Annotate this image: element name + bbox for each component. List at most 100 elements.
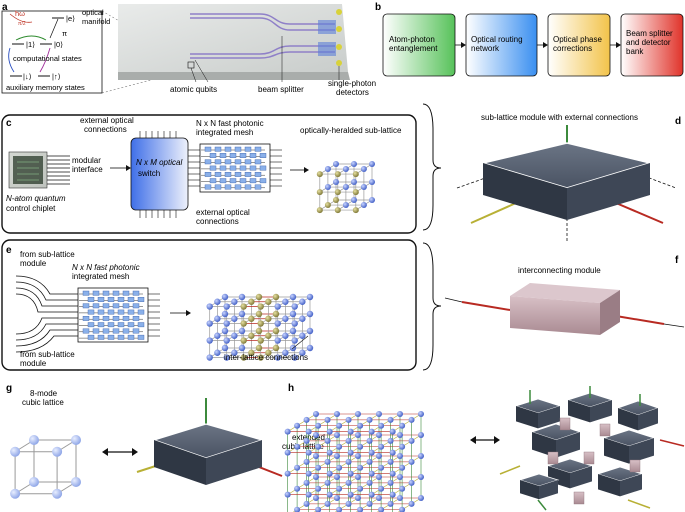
lattice-qubit — [418, 495, 424, 501]
box-beam-splitter-bank — [620, 13, 684, 77]
lattice-qubit — [334, 432, 340, 438]
h-module-right — [638, 408, 658, 431]
brace-c — [422, 103, 442, 231]
lattice-qubit — [357, 506, 364, 512]
h-interconnect — [547, 451, 559, 465]
lattice-qubit — [206, 354, 213, 361]
lattice-qubit — [352, 171, 359, 178]
lattice-qubit — [223, 303, 230, 310]
optical-manifold-label-1: optical — [82, 8, 104, 17]
panel-c: c external optical connections N x N fas… — [1, 114, 417, 234]
lattice-qubit — [299, 349, 306, 356]
panel-a: a ħω π/2 |e⟩ optical manifold π |1⟩ |0⟩ … — [1, 2, 376, 97]
lattice-qubit — [313, 453, 319, 459]
mesh-cell — [122, 290, 130, 296]
box4-line2: and detector — [626, 38, 671, 47]
h-arrowhead-right — [494, 436, 500, 444]
lattice-qubit — [299, 315, 306, 322]
mesh-cell — [102, 303, 110, 309]
modular-arrowhead — [126, 165, 131, 171]
mesh-cell — [254, 171, 262, 177]
lattice-qubit — [294, 485, 301, 492]
g-cubic-lattice — [10, 435, 81, 499]
panel-g-letter: g — [6, 383, 12, 394]
ext-bot-label-2: connections — [196, 217, 239, 226]
h-module-right — [570, 466, 592, 489]
lattice-qubit — [355, 453, 361, 459]
mesh-cell — [219, 178, 227, 184]
lattice-qubit — [326, 449, 333, 456]
lattice-qubit — [387, 437, 394, 444]
lattice-qubit — [289, 310, 297, 318]
lattice-qubit — [231, 298, 238, 305]
h-arrowhead-left — [470, 436, 476, 444]
waveguide-1 — [190, 13, 335, 25]
panel-b-letter: b — [375, 2, 381, 13]
mesh-cell — [82, 303, 90, 309]
lattice-qubit — [238, 310, 246, 318]
lattice-qubit — [71, 477, 81, 487]
panel-h-letter: h — [288, 383, 294, 394]
lattice-qubit — [368, 491, 375, 498]
lattice-qubit — [342, 202, 349, 209]
lattice-qubit — [315, 506, 322, 512]
lattice-qubit — [294, 464, 301, 471]
lattice-qubit — [299, 298, 306, 305]
lattice-qubit — [231, 349, 238, 356]
lattice-qubit — [389, 470, 396, 477]
mesh-cell — [204, 159, 212, 165]
lattice-qubit — [397, 411, 403, 417]
auxiliary-memory-label: auxiliary memory states — [6, 83, 85, 92]
lattice-qubit — [378, 443, 385, 450]
lattice-qubit — [360, 166, 367, 173]
lattice-qubit — [387, 416, 394, 423]
qubit-leader-1 — [190, 67, 197, 83]
h-connector — [499, 465, 521, 475]
lattice-qubit — [376, 432, 382, 438]
mesh-cell — [132, 290, 140, 296]
e-input-fibers — [15, 275, 78, 353]
h-interconnect — [629, 459, 641, 473]
energy-level-inset — [1, 10, 103, 94]
lattice-qubit — [274, 320, 281, 327]
mesh-cell — [102, 290, 110, 296]
d-red-connector — [615, 202, 664, 224]
lattice-qubit — [334, 189, 341, 196]
lattice-qubit — [355, 432, 361, 438]
lattice-qubit — [397, 495, 403, 501]
box1-line2: entanglement — [389, 44, 438, 53]
inter-lattice-leader — [291, 335, 309, 350]
mesh-cell — [259, 178, 267, 184]
mesh-cell — [127, 297, 135, 302]
lattice-qubit — [284, 428, 291, 435]
mesh-cell — [87, 322, 95, 328]
mesh-cell — [239, 153, 247, 158]
mesh-cell — [214, 184, 222, 190]
optical-manifold-label-2: manifold — [82, 17, 110, 26]
c-mesh-cells — [201, 146, 267, 190]
lattice-qubit — [315, 422, 322, 429]
lattice-qubit — [376, 453, 382, 459]
heralded-label: optically-heralded sub-lattice — [300, 126, 402, 135]
lattice-qubit — [352, 207, 359, 214]
mesh-cell — [82, 328, 90, 334]
lattice-qubit — [306, 344, 314, 352]
mesh-cell — [112, 303, 120, 309]
mesh-cell — [112, 316, 120, 321]
lattice-qubit — [306, 327, 314, 335]
lattice-qubit — [324, 458, 331, 465]
mesh-cell — [234, 159, 242, 165]
lattice-qubit — [313, 474, 319, 480]
brace-e — [422, 242, 442, 371]
beam-splitter-label: beam splitter — [258, 85, 304, 94]
lattice-qubit — [214, 349, 221, 356]
lattice-qubit — [284, 449, 291, 456]
lattice-qubit — [238, 327, 246, 335]
mesh-cell — [112, 328, 120, 334]
inset-projection-top — [101, 10, 193, 64]
lattice-qubit — [324, 479, 331, 486]
lattice-qubit — [282, 298, 289, 305]
g-arrowhead-right — [132, 448, 138, 456]
lattice-qubit — [255, 293, 263, 301]
mesh-cell — [127, 334, 135, 340]
